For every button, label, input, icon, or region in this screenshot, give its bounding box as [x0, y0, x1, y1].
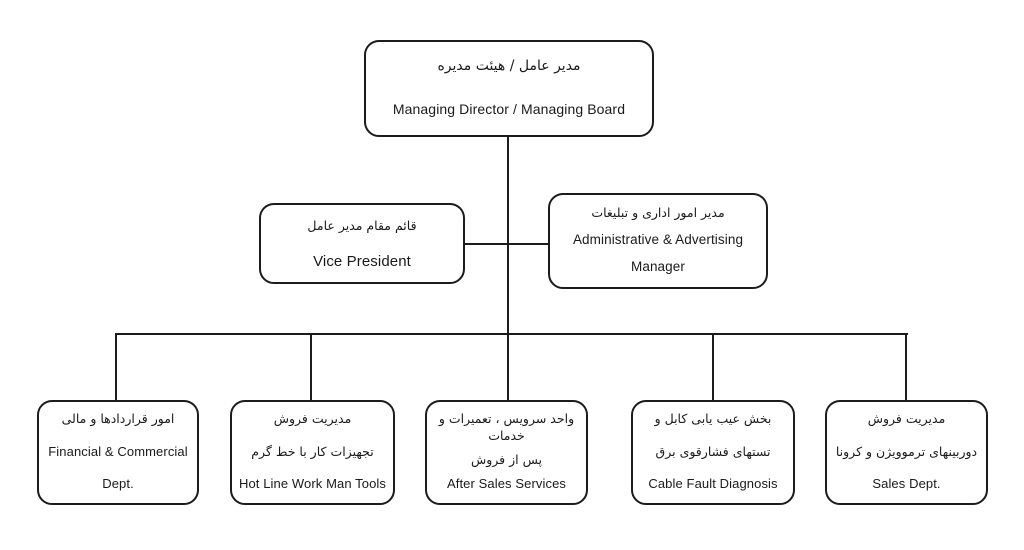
connector-drop-cable-fault [712, 334, 714, 401]
node-title-fa: دوربینهای ترموویژن و کرونا [835, 443, 978, 459]
node-title-en: Sales Dept. [872, 476, 941, 492]
org-node-vice-president: قائم مقام مدیر عامل Vice President [259, 203, 465, 284]
node-title-fa: مدیر امور اداری و تبلیغات [591, 205, 725, 220]
node-title-fa: امور قراردادها و مالی [61, 411, 175, 426]
node-title-fa: پس از فروش [470, 451, 543, 467]
org-node-admin-advertising-manager: مدیر امور اداری و تبلیغات Administrative… [548, 193, 768, 289]
org-node-sales-dept: مدیریت فروش دوربینهای ترموویژن و کرونا S… [825, 400, 988, 505]
node-title-fa: تستهای فشارقوی برق [655, 443, 771, 459]
org-node-cable-fault-diagnosis: بخش عیب یابی کابل و تستهای فشارقوی برق C… [631, 400, 795, 505]
connector-drop-sales [905, 334, 907, 401]
connector-drop-financial [115, 334, 117, 401]
org-node-after-sales-services: واحد سرویس ، تعمیرات و خدمات پس از فروش … [425, 400, 588, 505]
node-title-en: Vice President [313, 252, 411, 270]
node-title-fa: بخش عیب یابی کابل و [654, 411, 772, 426]
node-title-en: Managing Director / Managing Board [392, 100, 626, 117]
node-title-en: After Sales Services [446, 476, 567, 492]
org-node-managing-director: مدیر عامل / هیئت مدیره Managing Director… [364, 40, 654, 137]
connector-drop-hot-line [310, 334, 312, 401]
node-title-en: Financial & Commercial [48, 443, 188, 459]
node-title-fa: قائم مقام مدیر عامل [307, 218, 417, 233]
node-title-fa: مدیریت فروش [867, 411, 946, 426]
node-title-en: Administrative & Advertising [572, 232, 744, 248]
node-title-fa: مدیر عامل / هیئت مدیره [437, 58, 581, 74]
org-node-financial-commercial-dept: امور قراردادها و مالی Financial & Commer… [37, 400, 199, 505]
node-title-fa: واحد سرویس ، تعمیرات و خدمات [438, 411, 575, 443]
node-title-en: Manager [631, 259, 685, 275]
node-title-en: Dept. [102, 476, 134, 492]
connector-departments-bus [115, 333, 908, 335]
node-title-fa: مدیریت فروش [273, 411, 352, 426]
node-title-fa: تجهیزات کار با خط گرم [251, 443, 374, 459]
connector-deputies [464, 243, 549, 245]
connector-root-to-departments [507, 136, 509, 401]
org-node-hot-line-work-man-tools: مدیریت فروش تجهیزات کار با خط گرم Hot Li… [230, 400, 395, 505]
node-title-en: Hot Line Work Man Tools [238, 476, 387, 492]
node-title-en: Cable Fault Diagnosis [648, 476, 778, 492]
